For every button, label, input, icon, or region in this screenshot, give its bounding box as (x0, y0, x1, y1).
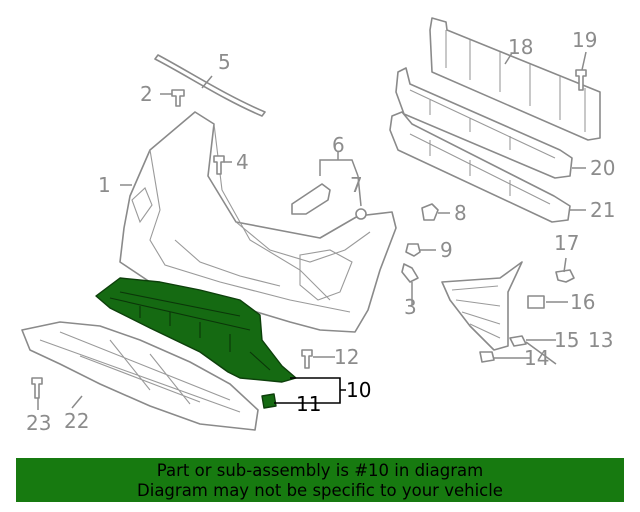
callout-9: 9 (440, 238, 453, 262)
part-12-bolt (301, 349, 313, 369)
parts-diagram: 1 2 3 4 5 6 7 8 9 10 11 12 13 14 15 16 1… (21, 17, 615, 435)
part-4-bolt (213, 155, 225, 175)
callout-1: 1 (98, 173, 111, 197)
part-22-under-cover (21, 321, 259, 431)
banner-line-2: Diagram may not be specific to your vehi… (137, 481, 503, 500)
part-16-bolt (527, 295, 545, 309)
callout-13: 13 (588, 328, 613, 352)
part-11-highlighted (261, 393, 277, 409)
callout-2: 2 (140, 82, 153, 106)
part-1-bumper-cover (119, 111, 397, 333)
callout-6: 6 (332, 133, 345, 157)
part-17-clip (555, 269, 575, 283)
callout-20: 20 (590, 156, 615, 180)
part-info-banner: Part or sub-assembly is #10 in diagram D… (16, 458, 624, 502)
part-15-clip (509, 335, 527, 347)
part-20-absorber (395, 67, 573, 179)
callout-16: 16 (570, 290, 595, 314)
callout-14: 14 (524, 346, 549, 370)
part-21-absorber (389, 111, 571, 223)
part-7-clip (355, 208, 367, 220)
callout-11: 11 (296, 392, 321, 416)
part-10-highlighted (95, 277, 297, 383)
part-13-bezel (441, 261, 523, 351)
callout-7: 7 (350, 173, 363, 197)
callout-8: 8 (454, 201, 467, 225)
callout-12: 12 (334, 345, 359, 369)
callout-3: 3 (404, 295, 417, 319)
part-8-clip (421, 203, 439, 221)
callout-21: 21 (590, 198, 615, 222)
callout-15: 15 (554, 328, 579, 352)
callout-17: 17 (554, 231, 579, 255)
callout-19: 19 (572, 28, 597, 52)
callout-22: 22 (64, 409, 89, 433)
part-2-bolt (171, 89, 185, 107)
leader-lines (37, 51, 587, 410)
part-5-molding (154, 54, 266, 117)
part-14-clip (479, 351, 495, 363)
part-9-nut (405, 243, 421, 257)
part-19-bolt (575, 69, 587, 91)
callout-10: 10 (346, 378, 371, 402)
callout-23: 23 (26, 411, 51, 435)
part-3-bracket (401, 263, 419, 283)
callout-4: 4 (236, 150, 249, 174)
part-23-bolt (31, 377, 43, 399)
part-18-reinforcement (429, 17, 601, 141)
part-6-bracket (291, 183, 331, 215)
callout-5: 5 (218, 50, 231, 74)
callout-18: 18 (508, 35, 533, 59)
banner-line-1: Part or sub-assembly is #10 in diagram (156, 461, 484, 480)
